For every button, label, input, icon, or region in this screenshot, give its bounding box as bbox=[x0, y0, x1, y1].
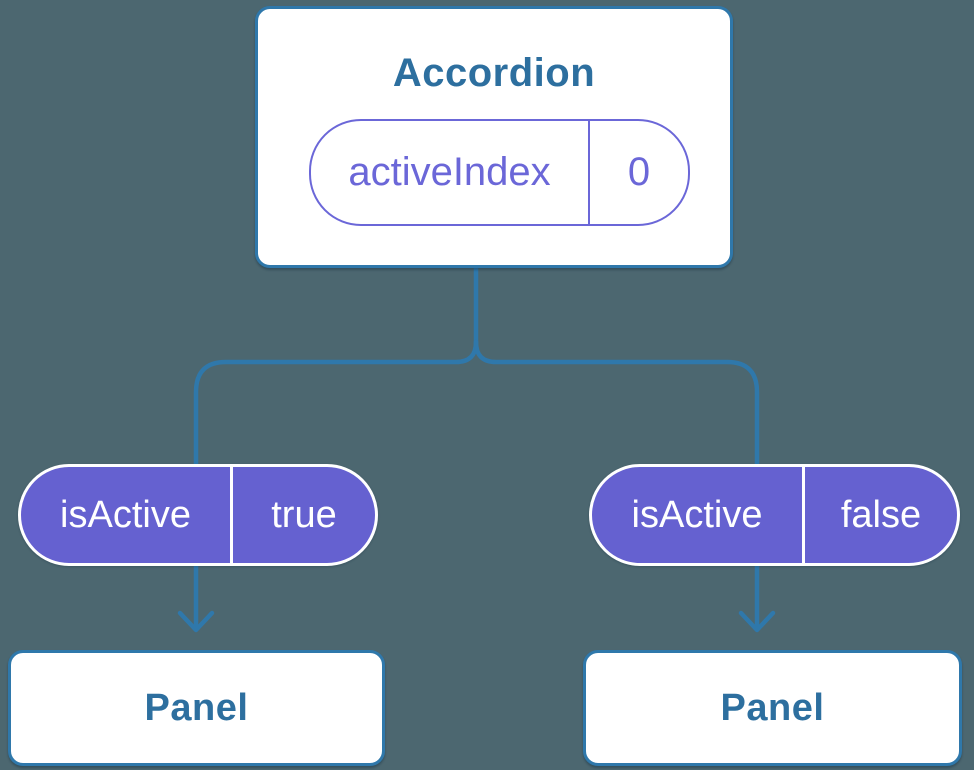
component-title: Accordion bbox=[392, 51, 596, 95]
state-value: 0 bbox=[627, 150, 651, 194]
prop-pill-isactive-true: isActive true bbox=[18, 464, 378, 566]
prop-pill-isactive-false: isActive false bbox=[589, 464, 960, 566]
arrow-down-icon bbox=[177, 610, 215, 633]
prop-value: true bbox=[271, 493, 337, 536]
connector-branch-left bbox=[193, 339, 479, 631]
panel-component-node-left: Panel bbox=[8, 650, 385, 766]
prop-name: isActive bbox=[592, 467, 805, 563]
component-title: Panel bbox=[720, 686, 825, 729]
panel-component-node-right: Panel bbox=[583, 650, 962, 766]
state-name: activeIndex bbox=[311, 121, 590, 224]
state-pill-activeindex: activeIndex 0 bbox=[309, 119, 690, 226]
arrow-down-icon bbox=[738, 610, 776, 633]
accordion-component-node: Accordion activeIndex 0 bbox=[255, 6, 733, 268]
prop-value: false bbox=[840, 493, 922, 536]
component-title: Panel bbox=[144, 686, 249, 729]
connector-branch-right bbox=[473, 339, 760, 631]
prop-name: isActive bbox=[21, 467, 233, 563]
